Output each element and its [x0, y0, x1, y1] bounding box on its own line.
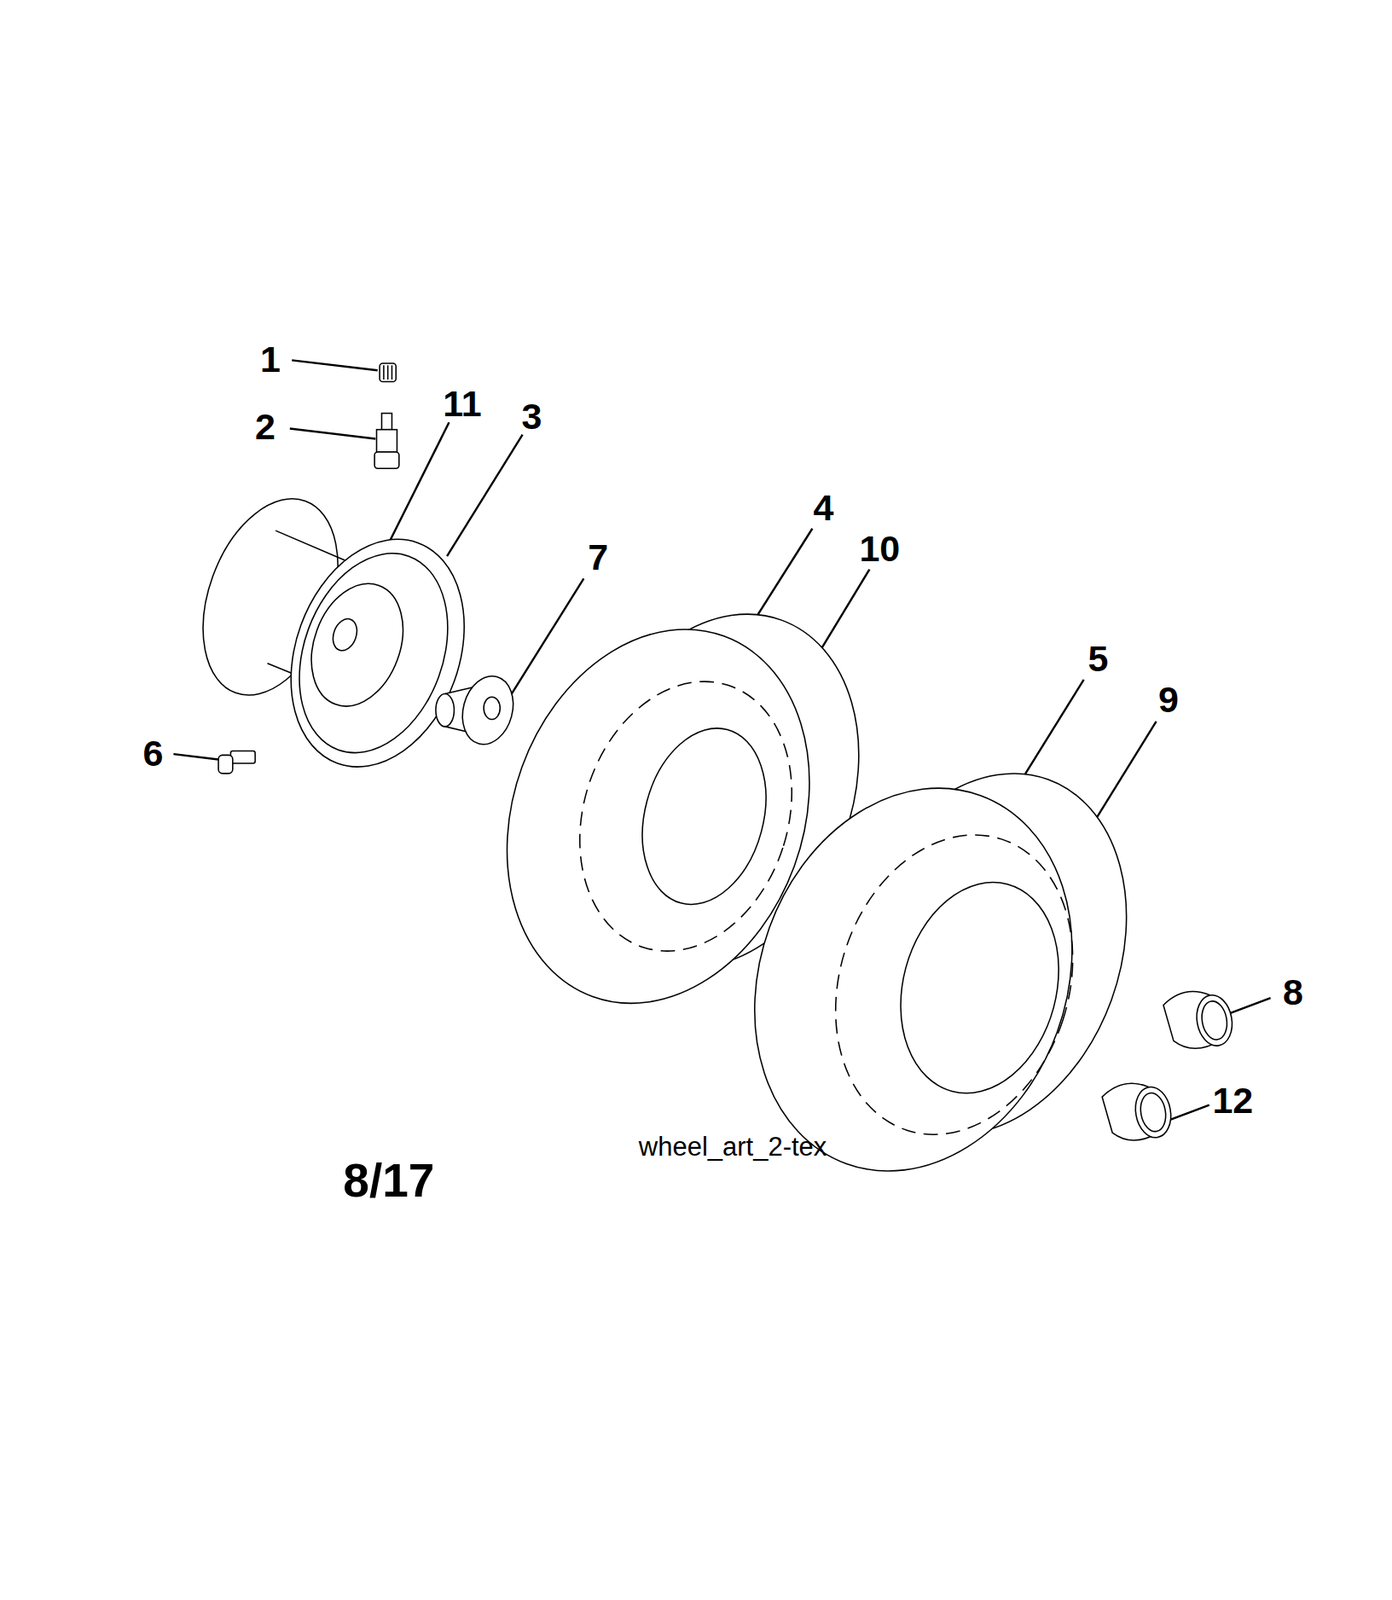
callout-number: 6 — [143, 735, 164, 772]
callout-number: 4 — [813, 488, 835, 526]
bushing — [1163, 991, 1236, 1050]
callout-number: 8 — [1282, 973, 1304, 1010]
callout-number: 12 — [1212, 1081, 1253, 1119]
grease-fitting — [218, 751, 256, 774]
callout-number: 3 — [521, 398, 542, 435]
flanged-bushing — [435, 670, 521, 750]
callout-number: 9 — [1158, 680, 1179, 718]
callout-number: 7 — [587, 539, 609, 576]
callout-number: 5 — [1087, 639, 1108, 677]
callout-number: 10 — [858, 529, 900, 567]
callout-number: 1 — [260, 341, 281, 378]
callout-number: 11 — [442, 384, 482, 422]
page-number: 8/17 — [342, 1157, 435, 1205]
bushing — [1102, 1083, 1175, 1141]
valve-cap — [379, 363, 396, 383]
file-name: wheel_art_2-tex — [638, 1132, 828, 1160]
valve-stem — [374, 413, 400, 470]
wheel-rim — [178, 480, 495, 792]
callout-number: 2 — [255, 408, 276, 446]
